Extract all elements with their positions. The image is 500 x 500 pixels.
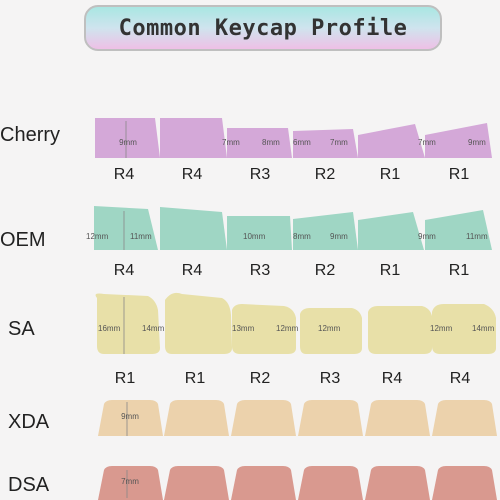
keycap-sa-6 bbox=[432, 304, 496, 354]
keycap-cherry-4 bbox=[293, 129, 358, 158]
row-label: R4 bbox=[449, 370, 471, 387]
height-dimension-label: 7mm bbox=[222, 138, 240, 147]
row-label: R4 bbox=[113, 166, 135, 183]
profile-name-oem: OEM bbox=[0, 229, 46, 251]
keycap-dsa-4 bbox=[298, 466, 363, 500]
height-dimension-label: 12mm bbox=[318, 324, 341, 333]
row-label: R1 bbox=[448, 262, 470, 279]
height-dimension-label: 7mm bbox=[330, 138, 348, 147]
keycap-dsa-6 bbox=[432, 466, 497, 500]
row-label: R1 bbox=[184, 370, 206, 387]
keycap-oem-1 bbox=[94, 206, 158, 250]
keycap-xda-4 bbox=[298, 400, 363, 436]
keycap-cherry-1 bbox=[95, 118, 160, 158]
height-dimension-label: 9mm bbox=[418, 232, 436, 241]
keycap-cherry-2 bbox=[160, 118, 227, 158]
keycap-cherry-3 bbox=[227, 128, 292, 158]
page-title: Common Keycap Profile bbox=[118, 15, 408, 41]
height-dimension-label: 10mm bbox=[243, 232, 266, 241]
keycap-sa-5 bbox=[368, 306, 432, 354]
keycap-dsa-3 bbox=[231, 466, 296, 500]
height-dimension-label: 14mm bbox=[472, 324, 495, 333]
keycap-xda-5 bbox=[365, 400, 430, 436]
height-dimension-label: 14mm bbox=[142, 324, 165, 333]
height-dimension-label: 7mm bbox=[418, 138, 436, 147]
keycap-dsa-2 bbox=[164, 466, 229, 500]
row-label: R2 bbox=[249, 370, 271, 387]
keycap-sa-4 bbox=[300, 308, 362, 354]
row-label: R3 bbox=[319, 370, 341, 387]
height-dimension-label: 11mm bbox=[466, 232, 488, 241]
row-label: R1 bbox=[448, 166, 470, 183]
keycap-dsa-1 bbox=[98, 466, 163, 500]
keycap-dsa-5 bbox=[365, 466, 430, 500]
keycap-xda-3 bbox=[231, 400, 296, 436]
height-dimension-label: 11mm bbox=[130, 232, 152, 241]
height-dimension-label: 13mm bbox=[232, 324, 255, 333]
row-label: R1 bbox=[379, 262, 401, 279]
row-label: R4 bbox=[181, 166, 203, 183]
height-dimension-label: 12mm bbox=[430, 324, 453, 333]
keycap-cherry-6 bbox=[425, 123, 492, 158]
title-banner: Common Keycap Profile bbox=[84, 5, 442, 51]
height-dimension-label: 12mm bbox=[86, 232, 109, 241]
row-label: R2 bbox=[314, 262, 336, 279]
height-dimension-label: 8mm bbox=[262, 138, 280, 147]
keycap-oem-5 bbox=[358, 212, 424, 250]
row-label: R4 bbox=[113, 262, 135, 279]
keycap-xda-6 bbox=[432, 400, 497, 436]
height-dimension-label: 16mm bbox=[98, 324, 121, 333]
height-dimension-label: 12mm bbox=[276, 324, 299, 333]
profile-name-dsa: DSA bbox=[8, 474, 50, 496]
profile-name-cherry: Cherry bbox=[0, 124, 61, 146]
height-dimension-label: 9mm bbox=[468, 138, 486, 147]
height-dimension-label: 9mm bbox=[121, 412, 139, 421]
keycap-xda-2 bbox=[164, 400, 229, 436]
row-label: R4 bbox=[381, 370, 403, 387]
row-label: R4 bbox=[181, 262, 203, 279]
row-label: R1 bbox=[379, 166, 401, 183]
row-label: R2 bbox=[314, 166, 336, 183]
row-label: R1 bbox=[114, 370, 136, 387]
keycap-oem-4 bbox=[293, 212, 358, 250]
keycap-oem-2 bbox=[160, 207, 227, 250]
height-dimension-label: 7mm bbox=[121, 477, 139, 486]
height-dimension-label: 9mm bbox=[119, 138, 137, 147]
height-dimension-label: 9mm bbox=[330, 232, 348, 241]
profile-name-xda: XDA bbox=[8, 411, 50, 433]
keycap-oem-6 bbox=[425, 210, 492, 250]
keycap-sa-3 bbox=[232, 304, 296, 354]
height-dimension-label: 6mm bbox=[293, 138, 311, 147]
height-dimension-label: 8mm bbox=[293, 232, 311, 241]
keycap-sa-1 bbox=[95, 293, 160, 354]
keycap-sa-2 bbox=[165, 292, 232, 354]
keycap-cherry-5 bbox=[358, 124, 425, 158]
profile-name-sa: SA bbox=[8, 318, 35, 340]
row-label: R3 bbox=[249, 166, 271, 183]
keycap-oem-3 bbox=[227, 216, 292, 250]
row-label: R3 bbox=[249, 262, 271, 279]
keycap-xda-1 bbox=[98, 400, 163, 436]
